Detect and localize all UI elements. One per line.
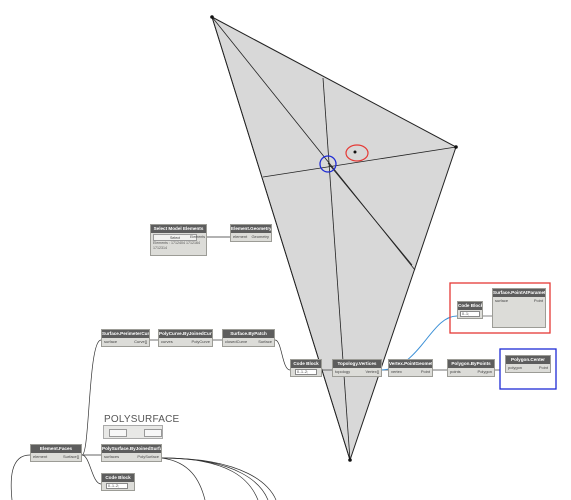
node-title: Code Block	[458, 302, 482, 310]
input-port-element[interactable]: element	[33, 454, 48, 459]
node-polygon-bypoints[interactable]: Polygon.ByPoints points Polygon	[447, 359, 495, 377]
input-port-v[interactable]	[493, 313, 545, 321]
select-button[interactable]: Select	[153, 234, 197, 241]
input-port-surface[interactable]: surface	[495, 298, 509, 303]
node-title: Polygon.ByPoints	[448, 360, 494, 368]
red-highlight-circle	[345, 144, 369, 162]
code-input[interactable]: 0..1;	[460, 311, 480, 317]
selected-elements-note: Elements : 1712404 1712164 1712314	[153, 241, 200, 250]
node-title: Code Block	[291, 360, 321, 368]
node-title: Code Block	[102, 474, 134, 482]
node-code-block[interactable]: Code Block 0..1..2;	[101, 473, 135, 491]
output-port-surface[interactable]: Surface	[258, 339, 272, 344]
geometry-preview	[210, 15, 458, 462]
code-input[interactable]: 0..1..2;	[106, 483, 128, 489]
node-title: Select Model Elements	[151, 225, 206, 233]
input-port-closedcurve[interactable]: closedCurve	[225, 339, 248, 344]
output-port-polycurve[interactable]: PolyCurve	[191, 339, 210, 344]
input-port-surface[interactable]: surface	[104, 339, 118, 344]
wire	[161, 457, 206, 500]
output-port-curves[interactable]: Curve[]	[134, 339, 147, 344]
polysurface-preview-label: POLYSURFACE	[104, 414, 180, 425]
wires	[10, 236, 500, 500]
output-port-point[interactable]: Point	[538, 365, 548, 370]
node-select-model-elements[interactable]: Select Model Elements Select Elements El…	[150, 224, 207, 256]
input-port-polygon[interactable]: polygon	[508, 365, 523, 370]
edge-line	[262, 146, 457, 178]
input-port-element[interactable]: element	[233, 234, 248, 239]
edge-line	[322, 77, 351, 461]
output-port-point[interactable]: Point	[420, 369, 430, 374]
node-title: Surface.PointAtParameter	[493, 289, 545, 297]
preview-item	[144, 429, 162, 437]
node-title: Surface.PerimeterCurves	[102, 330, 149, 338]
vertex-point	[454, 145, 458, 149]
node-title: Element.Faces	[31, 445, 81, 453]
node-title: Element.Geometry	[231, 225, 271, 233]
output-port-polysurface[interactable]: PolySurface	[137, 454, 159, 459]
node-topology-vertices[interactable]: Topology.Vertices topology Vertex[]	[332, 359, 382, 377]
node-surface-bypatch[interactable]: Surface.ByPatch closedCurve Surface	[222, 329, 275, 347]
output-port-elements[interactable]: Elements	[190, 235, 205, 239]
output-port-surfaces[interactable]: Surface[]	[62, 454, 79, 459]
wire	[161, 457, 277, 500]
edge-line	[327, 162, 413, 266]
wire	[10, 454, 31, 500]
node-vertex-pointgeometry[interactable]: Vertex.PointGeometry vertex Point	[388, 359, 433, 377]
polysurface-preview-bubble	[103, 425, 163, 439]
node-polycurve-byjoinedcurves[interactable]: PolyCurve.ByJoinedCurves curves PolyCurve	[158, 329, 213, 347]
node-title: Polygon.Center	[506, 356, 550, 364]
blue-highlight-box	[499, 348, 557, 390]
output-port-polygon[interactable]: Polygon	[477, 369, 492, 374]
center-point	[353, 150, 357, 154]
node-title: Vertex.PointGeometry	[389, 360, 432, 368]
vertex-point	[348, 458, 352, 462]
node-title: PolyCurve.ByJoinedCurves	[159, 330, 212, 338]
edge-line	[211, 16, 351, 461]
node-element-faces[interactable]: Element.Faces element Surface[]	[30, 444, 82, 462]
node-title: Topology.Vertices	[333, 360, 381, 368]
input-port-u[interactable]	[493, 305, 545, 313]
wire	[81, 454, 102, 485]
wire	[81, 339, 102, 456]
wire	[274, 339, 291, 371]
node-code-block[interactable]: Code Block 0..1..2;	[290, 359, 322, 377]
input-port-surfaces[interactable]: surfaces	[104, 454, 120, 459]
preview-item	[109, 429, 127, 437]
input-port-topology[interactable]: topology	[335, 369, 351, 374]
wire	[161, 457, 259, 500]
output-port-point[interactable]: Point	[533, 298, 543, 303]
node-title: Surface.ByPatch	[223, 330, 274, 338]
code-input[interactable]: 0..1..2;	[295, 369, 317, 375]
node-polysurface-byjoinedsurfaces[interactable]: PolySurface.ByJoinedSurfaces surfaces Pol…	[101, 444, 162, 462]
vertex-point	[210, 15, 214, 19]
node-title: PolySurface.ByJoinedSurfaces	[102, 445, 161, 453]
output-port-geometry[interactable]: Geometry	[251, 234, 269, 239]
blue-highlight-circle	[319, 155, 337, 173]
red-highlight-box	[449, 282, 551, 334]
node-code-block[interactable]: Code Block 0..1;	[457, 301, 483, 319]
node-surface-perimeter-curves[interactable]: Surface.PerimeterCurves surface Curve[]	[101, 329, 150, 347]
node-surface-pointatparameter[interactable]: Surface.PointAtParameter surface Point	[492, 288, 546, 328]
input-port-curves[interactable]: curves	[161, 339, 173, 344]
input-port-points[interactable]: points	[450, 369, 461, 374]
input-port-vertex[interactable]: vertex	[391, 369, 402, 374]
output-port-vertices[interactable]: Vertex[]	[365, 369, 379, 374]
node-polygon-center[interactable]: Polygon.Center polygon Point	[505, 355, 551, 373]
